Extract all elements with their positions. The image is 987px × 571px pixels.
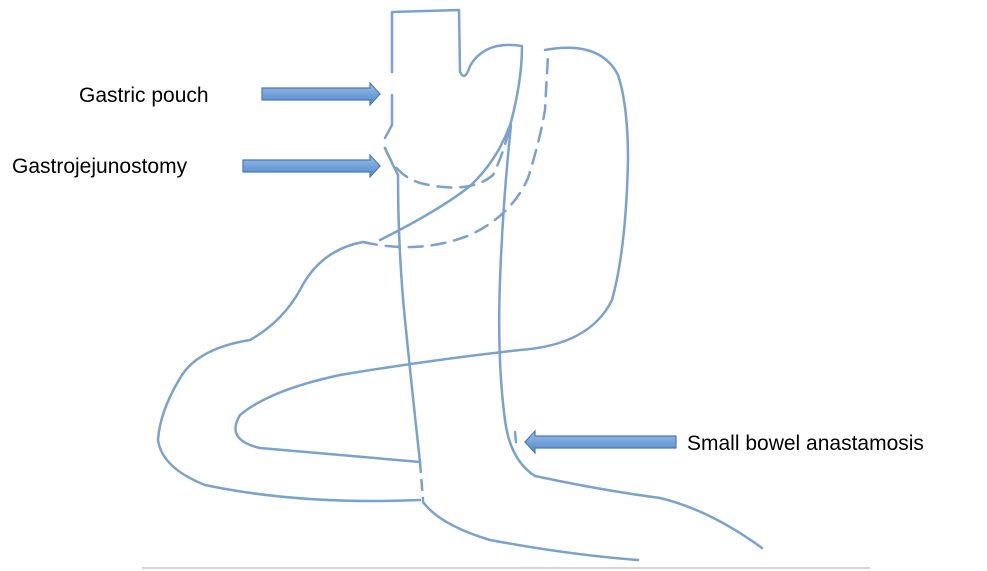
label-small-bowel-anastamosis: Small bowel anastamosis bbox=[687, 433, 924, 454]
common-channel-left bbox=[423, 502, 638, 560]
gastric-pouch-outline bbox=[392, 10, 460, 72]
gastric-pouch-arrow bbox=[262, 83, 380, 105]
roux-limb-left bbox=[398, 175, 420, 462]
label-gastric-pouch: Gastric pouch bbox=[79, 85, 209, 106]
label-gastrojejunostomy: Gastrojejunostomy bbox=[12, 156, 187, 177]
roux-limb-right bbox=[499, 125, 511, 420]
gastrojejunostomy-arrow bbox=[243, 155, 380, 177]
anastomosis-dashed-connector bbox=[420, 462, 423, 500]
left-biliopancreatic-loop bbox=[158, 242, 420, 501]
gastrojejunostomy-left-notch bbox=[385, 148, 398, 175]
remnant-stomach-outline bbox=[380, 45, 522, 240]
gastric-pouch-left-lower bbox=[385, 95, 392, 138]
right-outer-loop bbox=[236, 48, 629, 462]
excluded-stomach-dashed bbox=[363, 55, 548, 247]
anastomosis-junction-left bbox=[515, 432, 516, 442]
gastrojejunostomy-anastomosis bbox=[385, 125, 510, 188]
anatomy-outline bbox=[158, 10, 762, 560]
small-bowel-anastamosis-arrow bbox=[525, 431, 676, 453]
